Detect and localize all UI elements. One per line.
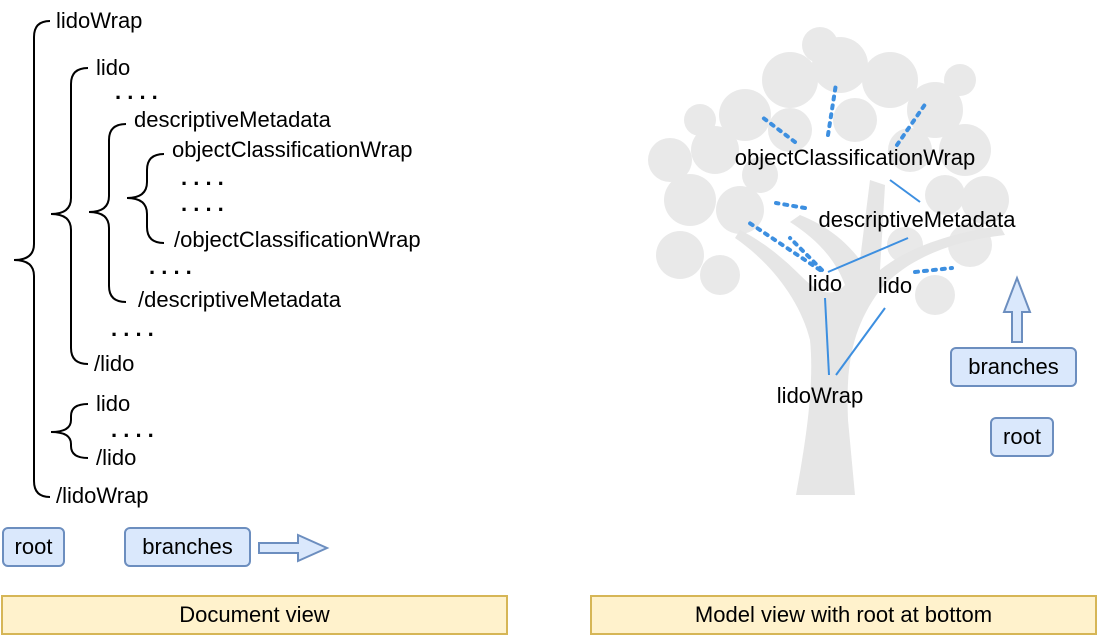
node-object-classification-wrap-close: /objectClassificationWrap bbox=[174, 227, 421, 252]
tree-edges bbox=[824, 179, 921, 376]
document-view-caption: Document view bbox=[1, 595, 508, 635]
ellipsis-3: . . . . bbox=[181, 191, 224, 216]
tree-node-descriptive-metadata: descriptiveMetadata bbox=[818, 207, 1016, 232]
node-descriptive-metadata-open: descriptiveMetadata bbox=[134, 107, 331, 132]
edge-lidowrap-lido-right bbox=[835, 307, 886, 376]
node-lidowrap-close: /lidoWrap bbox=[56, 483, 149, 508]
dotted-edge-descmeta bbox=[774, 201, 807, 210]
brace-descriptive-metadata bbox=[88, 123, 127, 303]
tree-node-lido-left: lido bbox=[807, 271, 843, 296]
node-lido-1-close: /lido bbox=[94, 351, 135, 376]
tree-dotted-edges bbox=[746, 82, 954, 274]
brace-lidowrap bbox=[13, 20, 51, 498]
dotted-edge-ocw-1 bbox=[760, 115, 797, 144]
node-lido-2-close: /lido bbox=[96, 445, 137, 470]
edge-lido-descmeta bbox=[827, 237, 909, 273]
tree-leaves bbox=[648, 27, 1009, 315]
ellipsis-5: . . . . bbox=[111, 316, 154, 341]
dotted-edge-ocw-3 bbox=[895, 101, 928, 147]
ellipsis-1: . . . . bbox=[115, 79, 158, 104]
branches-arrow-right bbox=[258, 533, 330, 563]
node-descriptive-metadata-close: /descriptiveMetadata bbox=[138, 287, 341, 312]
legend-branches-box: branches bbox=[124, 527, 251, 567]
node-lidowrap-open: lidoWrap bbox=[56, 8, 143, 33]
edge-lidowrap-lido-left bbox=[824, 297, 830, 376]
ellipsis-2: . . . . bbox=[181, 165, 224, 190]
node-object-classification-wrap-open: objectClassificationWrap bbox=[172, 137, 413, 162]
dotted-edge-lido-left-2 bbox=[788, 236, 824, 272]
dotted-edge-lido-left-1 bbox=[746, 220, 822, 272]
tree-node-object-classification-wrap: objectClassificationWrap bbox=[734, 145, 976, 170]
branches-arrow-up bbox=[1002, 275, 1032, 343]
tree-node-lido-right: lido bbox=[877, 273, 913, 298]
dotted-edge-ocw-2 bbox=[826, 82, 838, 137]
dotted-edge-lido-right bbox=[913, 266, 954, 274]
ellipsis-4: . . . . bbox=[149, 254, 192, 279]
tree-trunk bbox=[735, 180, 1005, 495]
brace-lido-2 bbox=[50, 403, 89, 459]
edge-descmeta-ocw bbox=[889, 179, 921, 203]
brace-lido-1 bbox=[50, 67, 89, 365]
legend-root-box: root bbox=[2, 527, 65, 567]
model-legend-branches-box: branches bbox=[950, 347, 1077, 387]
ellipsis-6: . . . . bbox=[111, 417, 154, 442]
brace-object-classification-wrap bbox=[126, 153, 165, 244]
model-view-caption: Model view with root at bottom bbox=[590, 595, 1097, 635]
node-lido-1-open: lido bbox=[96, 55, 131, 80]
node-lido-2-open: lido bbox=[96, 391, 131, 416]
tree-node-lidowrap: lidoWrap bbox=[776, 383, 864, 408]
model-legend-root-box: root bbox=[990, 417, 1054, 457]
tree-canopy bbox=[648, 27, 1009, 495]
